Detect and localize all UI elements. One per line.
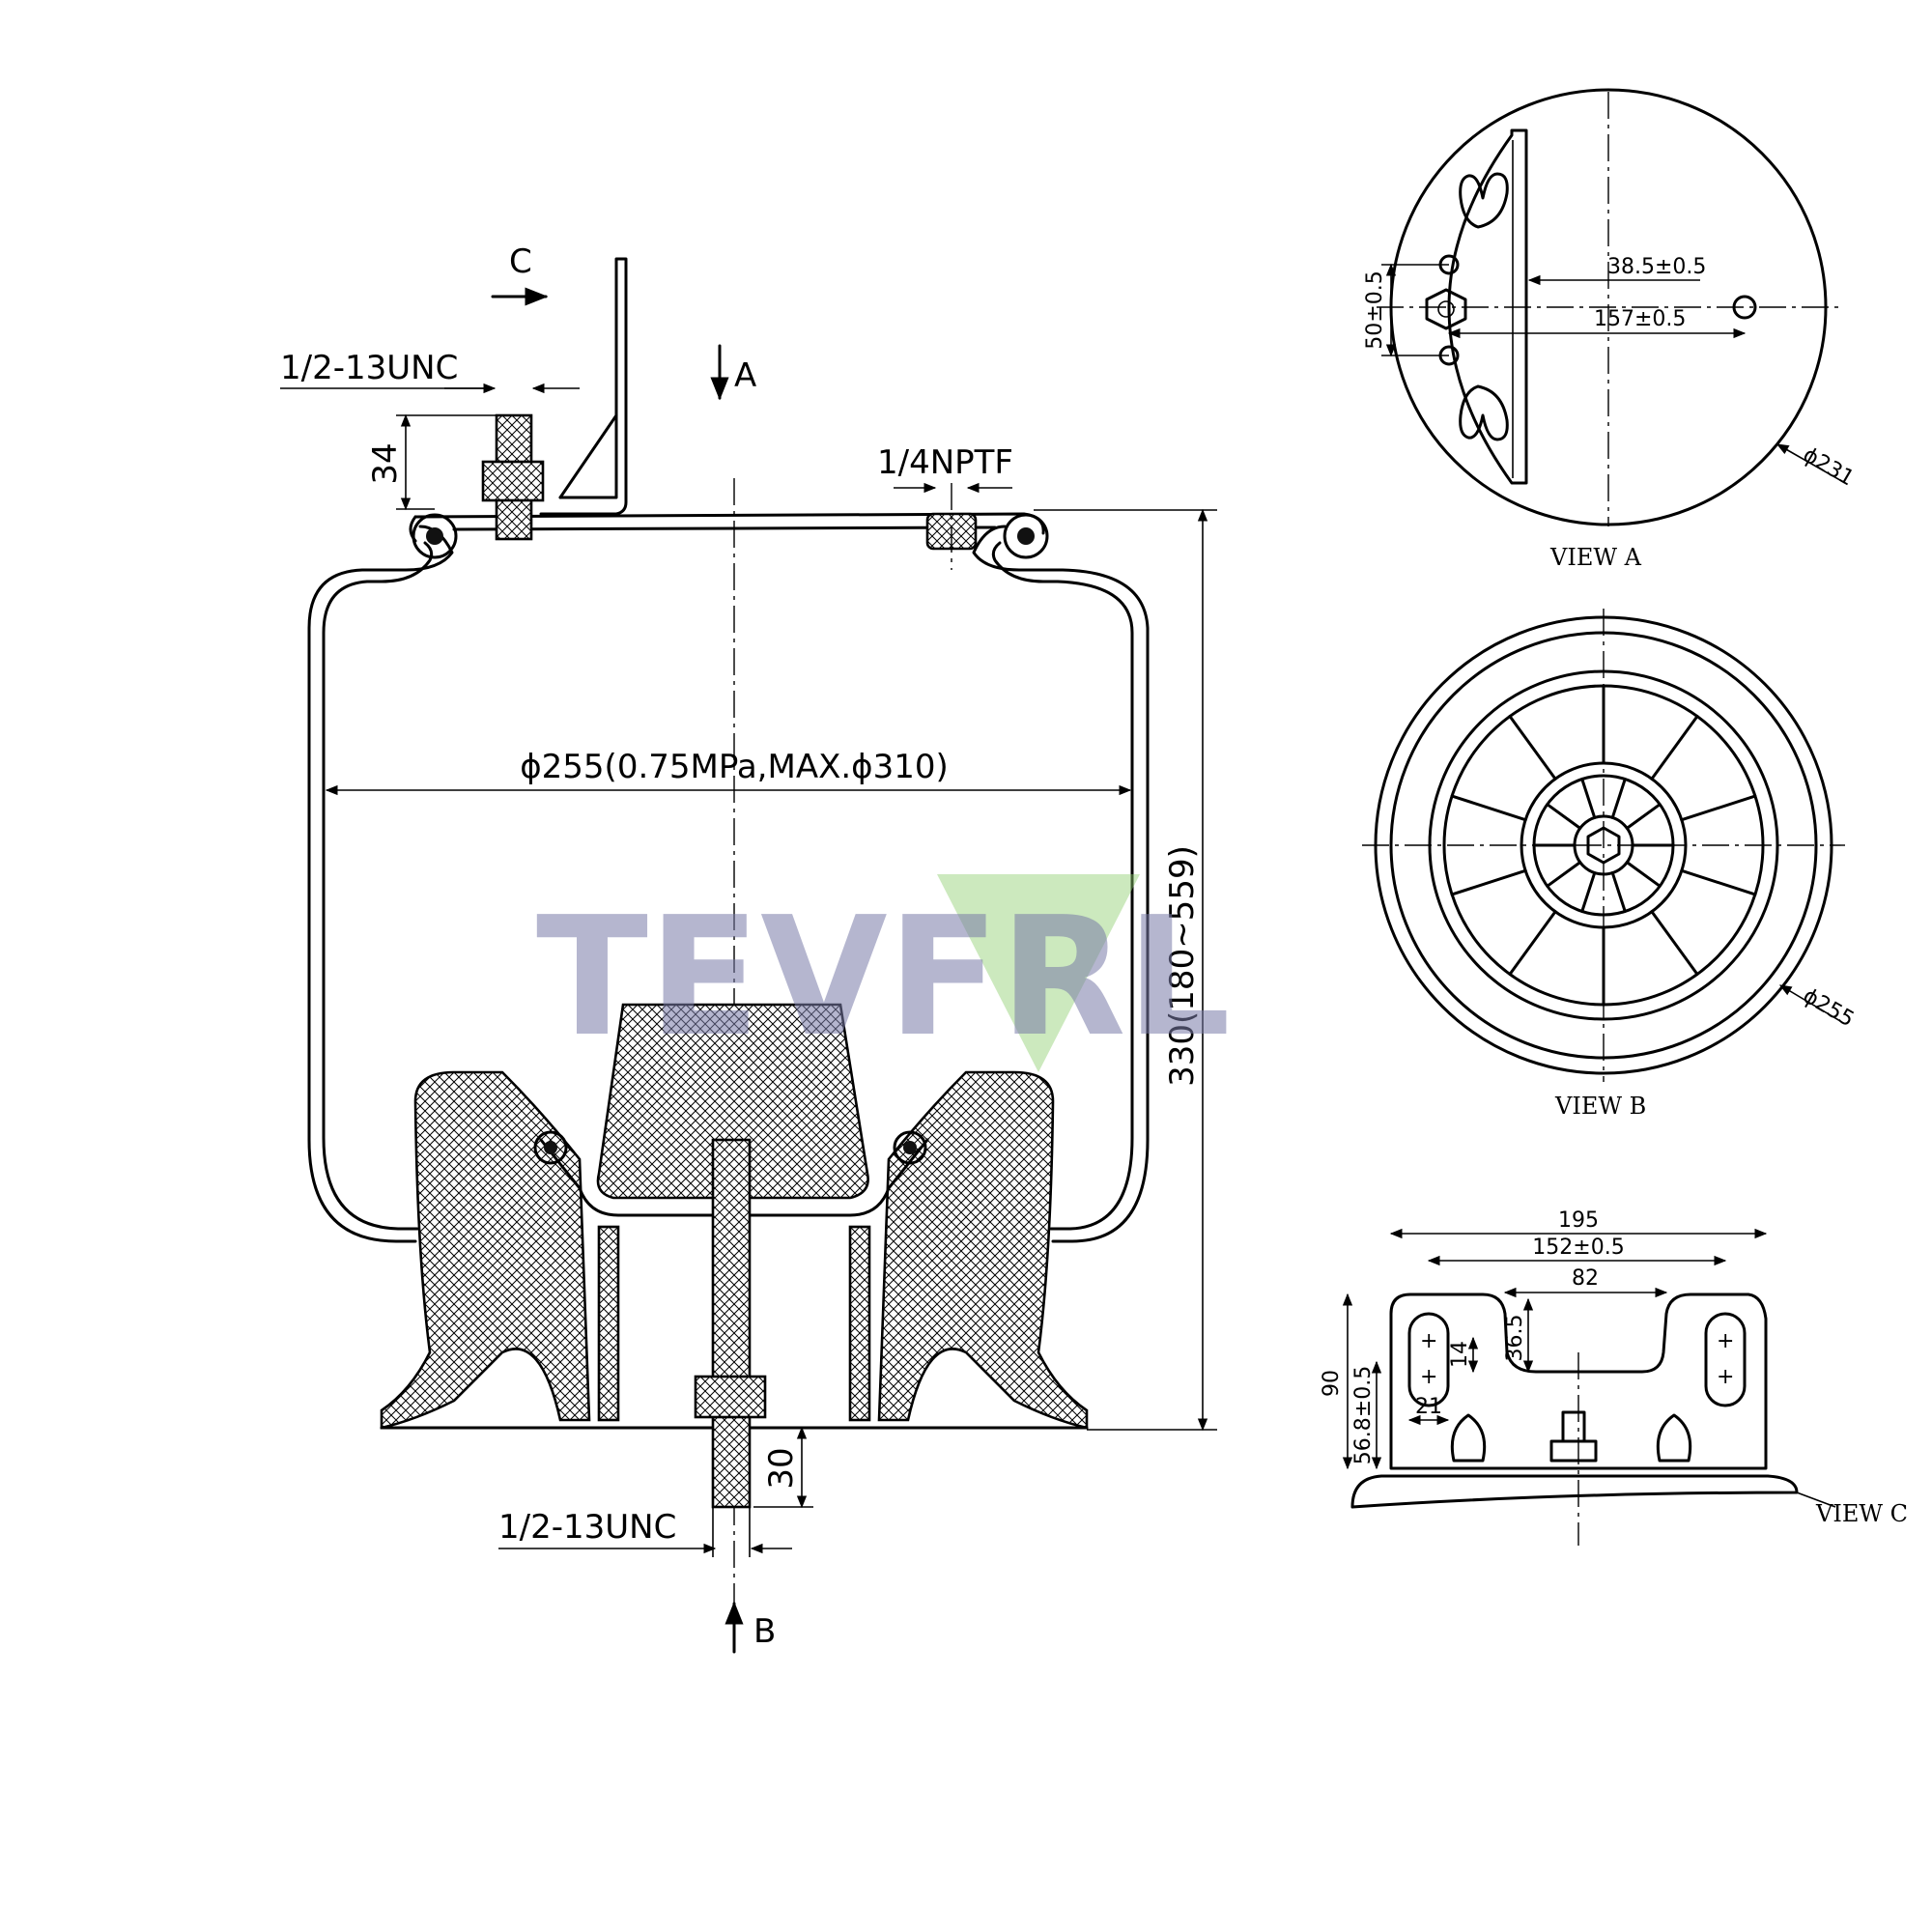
piston-bead-core-right (903, 1141, 917, 1154)
height-label: 330(180~559) (1163, 845, 1202, 1087)
top-bead-plate (409, 512, 1045, 543)
view-c-dim7-label: 90 (1320, 1370, 1344, 1397)
view-c-title: VIEW C (1815, 1500, 1908, 1527)
view-a-dim1-label: 38.5±0.5 (1607, 255, 1706, 279)
view-a-dim3-label: 50±0.5 (1363, 270, 1387, 349)
top-bracket (539, 257, 628, 516)
view-b-spoke (1508, 910, 1557, 976)
view-b-spoke (1680, 794, 1757, 822)
view-c-slot-right (1704, 1312, 1747, 1407)
view-b-spoke (1450, 794, 1527, 822)
piston-post-right (848, 1225, 871, 1422)
view-c-slot-left-mark-top: + (1420, 1329, 1437, 1353)
view-c-stud-nut (1549, 1439, 1598, 1463)
view-c-dim2-label: 152±0.5 (1532, 1236, 1624, 1260)
view-b-dia-label: ϕ255 (1799, 984, 1858, 1033)
view-c-dim1-label: 195 (1558, 1208, 1599, 1233)
view-b-hub-rib (1580, 871, 1597, 913)
port-label: 1/4NPTF (877, 443, 1013, 482)
view-b-hub-rib (1625, 803, 1662, 830)
view-a-dia-leader (1776, 443, 1846, 484)
view-a-slot-top (1459, 172, 1509, 229)
top-nut (481, 460, 545, 502)
view-b-hub-rib (1625, 861, 1662, 888)
view-c-dim3-label: 82 (1572, 1266, 1599, 1291)
view-c-dim8-label: 56.8±0.5 (1351, 1366, 1376, 1464)
piston-bead-left (533, 1130, 568, 1165)
view-c-base-leader (1796, 1492, 1836, 1508)
view-b-title: VIEW B (1554, 1093, 1646, 1120)
view-c-slot-left (1407, 1312, 1450, 1407)
bracket-gusset (558, 413, 618, 499)
view-a-hex-stud (1425, 288, 1467, 330)
view-b-spoke (1650, 715, 1699, 781)
bellows-inner-wall (322, 541, 434, 1231)
view-c-dim6-label: 21 (1415, 1395, 1442, 1419)
view-b-dia-leader (1778, 984, 1846, 1025)
center-bolt (711, 1138, 752, 1509)
piston-post-left (597, 1225, 620, 1422)
view-a-hex-stud-core (1437, 300, 1455, 318)
piston-bead-right (893, 1130, 927, 1165)
dim-30-label: 30 (762, 1447, 801, 1489)
view-c-plate (1389, 1293, 1768, 1470)
view-b-hub-rib (1546, 861, 1582, 888)
view-a-bracket (1447, 128, 1528, 485)
watermark: TEVFRL (536, 874, 1231, 1073)
view-b-hex-nut (1586, 826, 1621, 865)
view-b-hub-rib (1546, 803, 1582, 830)
view-c-dim5-label: 14 (1448, 1341, 1472, 1368)
view-c-stud (1561, 1410, 1586, 1443)
view-a-port-hole (1732, 295, 1757, 320)
view-c: + + + + 195 152±0.5 82 36.5 14 21 90 56.… (1320, 1208, 1908, 1546)
view-c-slot-right-mark-top: + (1717, 1329, 1734, 1353)
view-c-slot-left-mark-bottom: + (1420, 1365, 1437, 1389)
dim-34-label: 34 (366, 442, 405, 484)
bellows-inner-wall-right (991, 541, 1134, 1231)
view-b-marker: B (753, 1612, 776, 1651)
view-b-spoke (1680, 868, 1757, 896)
bead-core-right (1017, 527, 1035, 545)
view-b-spoke (1450, 868, 1527, 896)
view-b-spoke (1508, 715, 1557, 781)
view-a-slot-bottom (1459, 384, 1509, 441)
bellows-outer-wall-right (972, 525, 1150, 1243)
view-b: ϕ255 VIEW B (1362, 609, 1858, 1120)
view-c-lug-left (1450, 1413, 1487, 1463)
view-c-dim4-label: 36.5 (1503, 1315, 1527, 1362)
thread-bottom-label: 1/2-13UNC (498, 1508, 676, 1547)
main-section-view: 1/2-13UNC 34 C A B 1/4NPTF ϕ255(0.75MPa,… (280, 242, 1217, 1654)
bumper (596, 1003, 869, 1200)
center-nut (694, 1375, 767, 1419)
view-a-title: VIEW A (1549, 544, 1642, 571)
watermark-text: TEVFRL (536, 882, 1231, 1073)
view-b-spoke (1650, 910, 1699, 976)
view-c-marker: C (509, 242, 532, 281)
watermark-v-mark (937, 874, 1140, 1072)
piston-skirt-left (380, 1070, 591, 1430)
diameter-label: ϕ255(0.75MPa,MAX.ϕ310) (520, 748, 949, 786)
view-b-hub-rib (1610, 778, 1627, 819)
view-a-marker: A (734, 356, 756, 395)
view-a-dia-label: ϕ231 (1799, 443, 1858, 492)
bead-core-left (426, 527, 443, 545)
view-c-base (1350, 1474, 1799, 1509)
view-b-hub-rib (1580, 778, 1597, 819)
thread-top-label: 1/2-13UNC (280, 349, 458, 387)
view-b-hub-rib (1610, 871, 1627, 913)
view-c-lug-right (1656, 1413, 1692, 1463)
view-c-slot-right-mark-bottom: + (1717, 1365, 1734, 1389)
view-a-dim2-label: 157±0.5 (1594, 307, 1686, 331)
piston-skirt-right (877, 1070, 1089, 1430)
view-a: 38.5±0.5 157±0.5 50±0.5 ϕ231 VIEW A (1363, 88, 1858, 571)
piston-bead-core-left (544, 1141, 557, 1154)
